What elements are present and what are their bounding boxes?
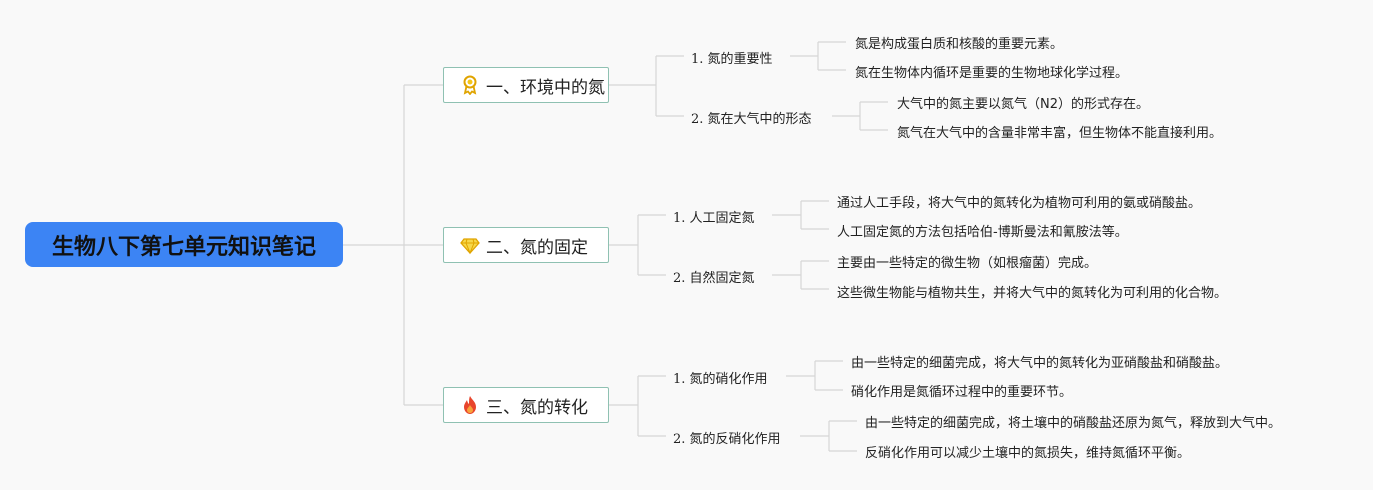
root-node[interactable]: 生物八下第七单元知识笔记 xyxy=(25,222,343,267)
fire-icon xyxy=(460,395,480,415)
medal-icon xyxy=(460,75,480,95)
connector-topic-3 xyxy=(609,375,666,437)
subtopic-nitrification[interactable]: 1. 氮的硝化作用 xyxy=(673,372,768,387)
connector-topic-2 xyxy=(609,214,666,276)
leaf-note[interactable]: 氮气在大气中的含量非常丰富，但生物体不能直接利用。 xyxy=(897,126,1223,141)
topic-label: 一、环境中的氮 xyxy=(486,77,605,98)
leaf-note[interactable]: 由一些特定的细菌完成，将大气中的氮转化为亚硝酸盐和硝酸盐。 xyxy=(851,356,1229,371)
topic-label: 二、氮的固定 xyxy=(486,237,588,258)
connector-sub-3-2 xyxy=(800,420,857,452)
subtopic-denitrification[interactable]: 2. 氮的反硝化作用 xyxy=(673,432,781,447)
topic-nitrogen-conversion[interactable]: 三、氮的转化 xyxy=(443,387,609,423)
leaf-note[interactable]: 大气中的氮主要以氮气（N2）的形式存在。 xyxy=(897,97,1149,112)
subtopic-artificial-fixation[interactable]: 1. 人工固定氮 xyxy=(673,211,755,226)
leaf-note[interactable]: 氮是构成蛋白质和核酸的重要元素。 xyxy=(855,37,1064,52)
leaf-note[interactable]: 由一些特定的细菌完成，将土壤中的硝酸盐还原为氮气，释放到大气中。 xyxy=(865,416,1282,431)
diamond-icon xyxy=(460,235,480,255)
subtopic-atmospheric-form[interactable]: 2. 氮在大气中的形态 xyxy=(691,112,812,127)
subtopic-importance[interactable]: 1. 氮的重要性 xyxy=(691,52,773,67)
leaf-note[interactable]: 这些微生物能与植物共生，并将大气中的氮转化为可利用的化合物。 xyxy=(837,286,1228,301)
subtopic-natural-fixation[interactable]: 2. 自然固定氮 xyxy=(673,271,755,286)
connector-topic-1 xyxy=(609,55,684,117)
leaf-note[interactable]: 主要由一些特定的微生物（如根瘤菌）完成。 xyxy=(837,256,1098,271)
connector-root xyxy=(343,84,443,406)
connector-sub-2-1 xyxy=(772,200,829,230)
leaf-note[interactable]: 人工固定氮的方法包括哈伯-博斯曼法和氰胺法等。 xyxy=(837,225,1128,240)
connector-sub-1-2 xyxy=(832,101,888,131)
connector-sub-1-1 xyxy=(790,41,846,71)
topic-environment-nitrogen[interactable]: 一、环境中的氮 xyxy=(443,67,609,103)
topic-label: 三、氮的转化 xyxy=(486,397,588,418)
leaf-note[interactable]: 通过人工手段，将大气中的氮转化为植物可利用的氨或硝酸盐。 xyxy=(837,196,1202,211)
leaf-note[interactable]: 硝化作用是氮循环过程中的重要环节。 xyxy=(851,385,1073,400)
topic-nitrogen-fixation[interactable]: 二、氮的固定 xyxy=(443,227,609,263)
leaf-note[interactable]: 反硝化作用可以减少土壤中的氮损失，维持氮循环平衡。 xyxy=(865,446,1191,461)
leaf-note[interactable]: 氮在生物体内循环是重要的生物地球化学过程。 xyxy=(855,66,1129,81)
connector-sub-3-1 xyxy=(786,360,843,391)
root-title: 生物八下第七单元知识笔记 xyxy=(51,234,316,260)
connector-sub-2-2 xyxy=(772,260,829,290)
